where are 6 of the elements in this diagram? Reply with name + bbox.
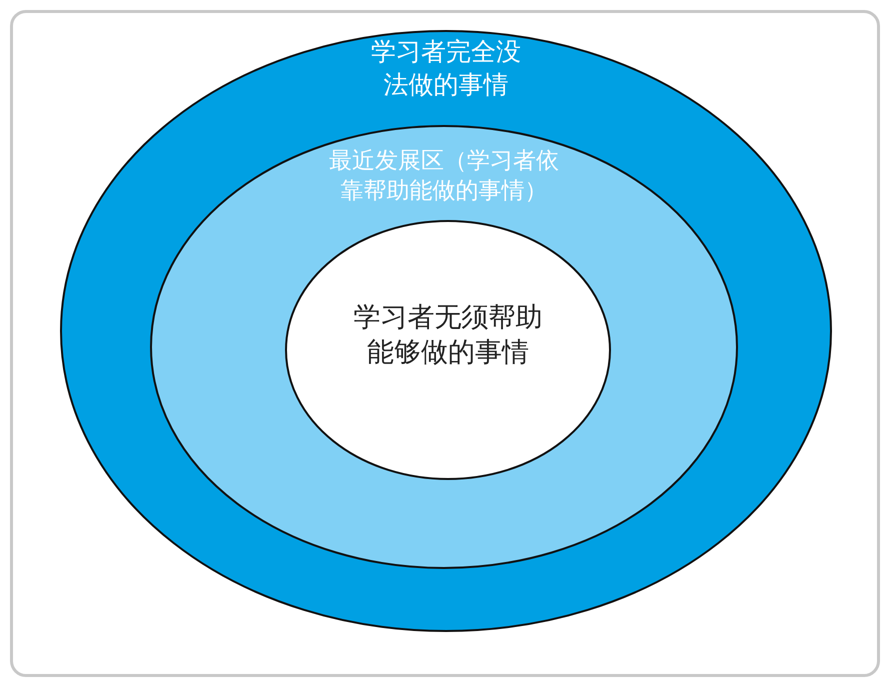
zone-label: 最近发展区（学习者依靠帮助能做的事情） xyxy=(328,147,560,206)
zone-ellipse xyxy=(285,220,611,480)
zone-label: 学习者无须帮助能够做的事情 xyxy=(352,301,544,370)
zone-label: 学习者完全没法做的事情 xyxy=(370,36,522,100)
zone-ellipse xyxy=(60,30,832,632)
zone-ellipse xyxy=(150,125,738,569)
